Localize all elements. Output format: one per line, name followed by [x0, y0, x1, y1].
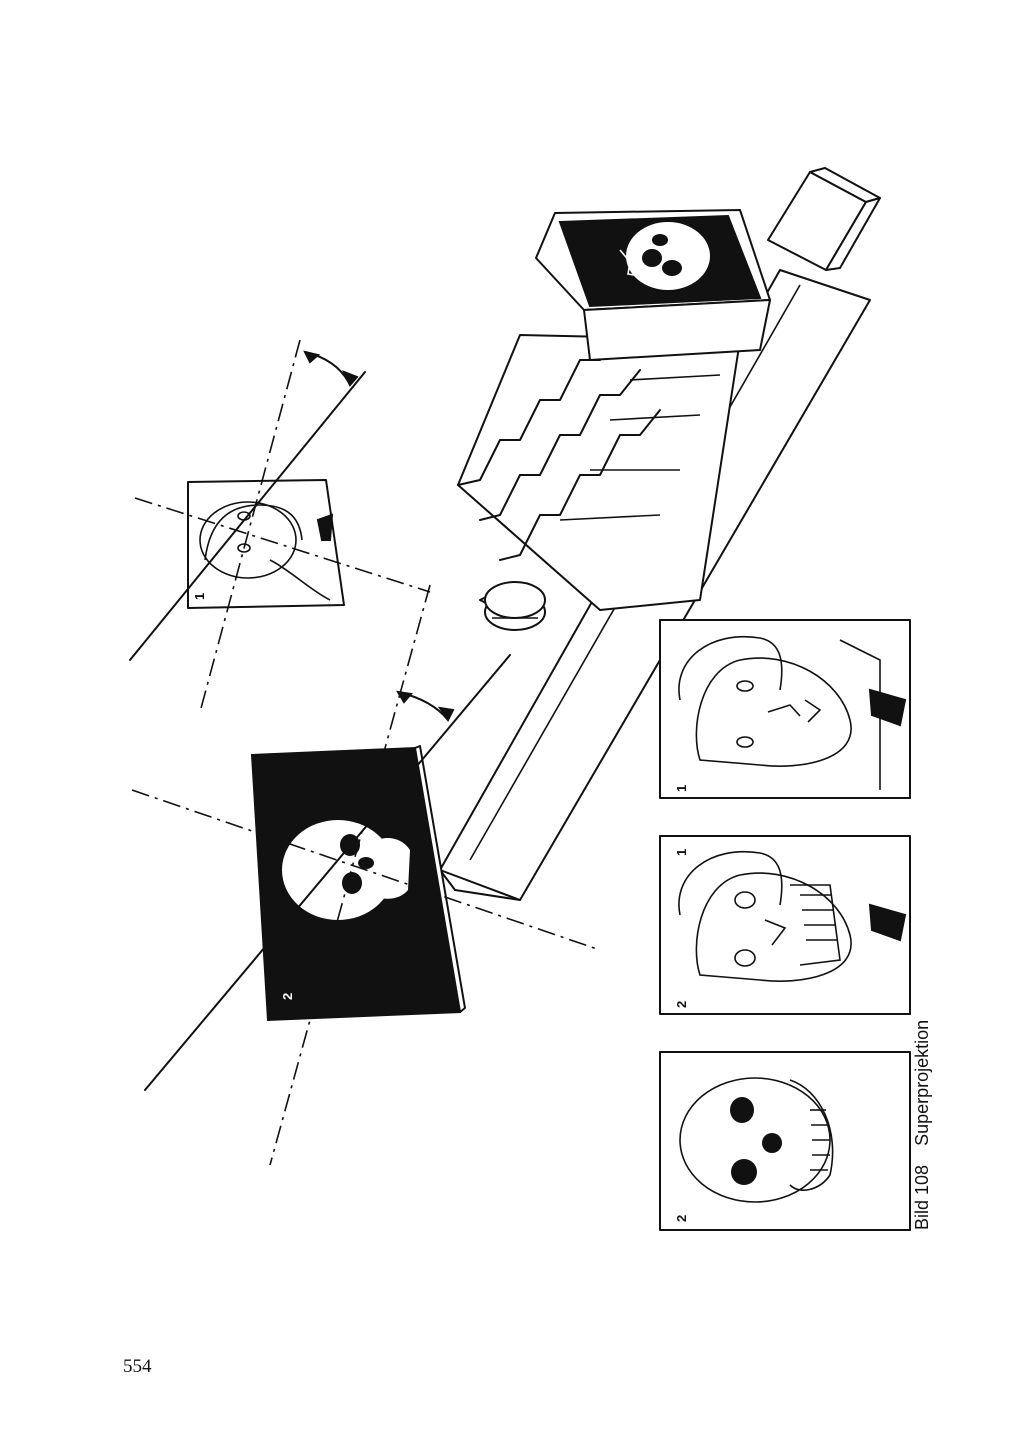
caption-number: Bild 108 [912, 1164, 932, 1230]
projector-housing [535, 209, 771, 361]
panel-superimposed-label: 2 [674, 1001, 689, 1008]
projected-skull-label: 2 [280, 993, 295, 1000]
panel-face-label: 1 [674, 785, 689, 792]
camera-bellows [457, 334, 741, 611]
projected-skull-screen: 2 [250, 745, 466, 1022]
panel-superimposed-label-secondary: 1 [674, 849, 689, 856]
projected-photo: 1 [187, 479, 345, 609]
page-number: 554 [123, 1356, 152, 1377]
projected-photo-label: 1 [192, 593, 207, 600]
panel-superimposed: 2 1 [659, 835, 911, 1015]
caption-title: Superprojektion [912, 1019, 932, 1146]
panel-skull: 2 [659, 1051, 911, 1231]
lens [484, 581, 546, 631]
axis-lines [129, 339, 601, 1166]
panel-face: 1 [659, 619, 911, 799]
end-block [767, 167, 881, 271]
figure-caption: Bild 108 Superprojektion [912, 910, 942, 1230]
panel-skull-label: 2 [674, 1215, 689, 1222]
